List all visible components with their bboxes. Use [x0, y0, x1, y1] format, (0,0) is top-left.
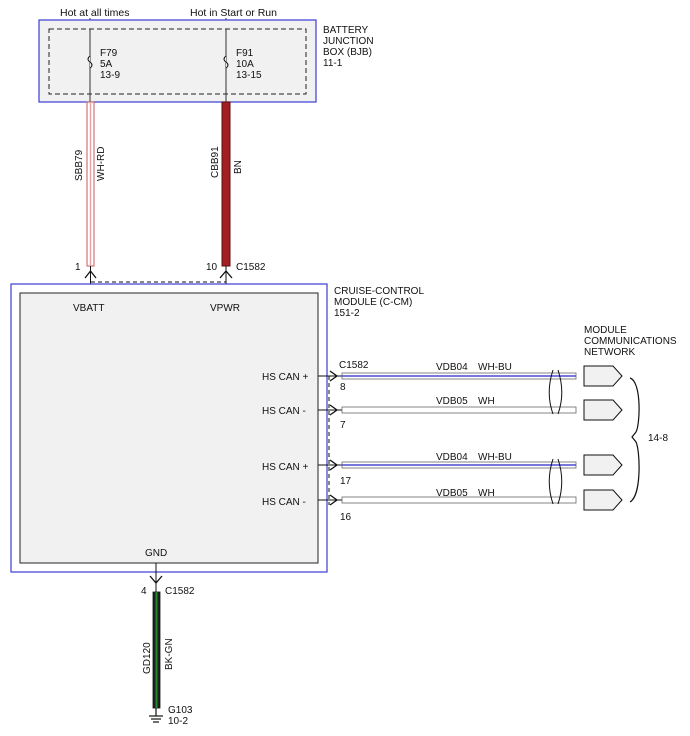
- network-connector-1-icon: [583, 365, 623, 387]
- network-connector-4-icon: [583, 489, 623, 511]
- bjb-title-line2: JUNCTION: [323, 36, 374, 47]
- can-label-3: HS CAN +: [262, 462, 309, 473]
- network-brace-icon: [629, 377, 640, 503]
- pin-4-label: 4: [141, 586, 147, 597]
- network-title-line3: NETWORK: [584, 347, 635, 358]
- wire-cbb91-color: BN: [233, 160, 244, 174]
- fuse-f91-icon: [223, 55, 229, 69]
- ccm-pin-gnd: GND: [145, 548, 167, 559]
- can-2-pin: 7: [340, 420, 346, 431]
- connector-c1582-right-label: C1582: [339, 360, 369, 371]
- can-wire-2: [341, 406, 577, 414]
- bjb-title-line1: BATTERY: [323, 25, 369, 36]
- pin-4-connector-icon: [149, 575, 163, 584]
- can-label-4: HS CAN -: [262, 497, 306, 508]
- ground-symbol-icon: [149, 708, 163, 723]
- twisted-pair-2-icon: [548, 458, 563, 505]
- fuse-f79-id: F79: [100, 48, 118, 59]
- wire-cbb91-circuit: CBB91: [210, 146, 221, 178]
- bjb-title-line3: BOX (BJB): [323, 47, 372, 58]
- connector-c1582-top-label: C1582: [236, 262, 266, 273]
- wire-gd120-circuit: GD120: [142, 642, 153, 674]
- ground-id: G103: [168, 705, 193, 716]
- fuse-f91-id: F91: [236, 48, 254, 59]
- can-3-circuit: VDB04: [436, 452, 468, 463]
- can-1-circuit: VDB04: [436, 362, 468, 373]
- connector-c1582-bottom-label: C1582: [165, 586, 195, 597]
- pin-1-label: 1: [75, 262, 81, 273]
- can-wire-4: [341, 496, 577, 504]
- network-connector-2-icon: [583, 399, 623, 421]
- ccm-title-line2: MODULE (C-CM): [334, 297, 412, 308]
- pin-10-label: 10: [206, 262, 218, 273]
- can-2-circuit: VDB05: [436, 396, 468, 407]
- twisted-pair-1-icon: [548, 369, 563, 415]
- fuse-f79-rating: 5A: [100, 59, 113, 70]
- can-4-circuit: VDB05: [436, 488, 468, 499]
- network-title-line1: MODULE: [584, 325, 627, 336]
- bjb-inner-dashed: [48, 28, 307, 95]
- fuse-f79-icon: [87, 55, 93, 69]
- fuse-f91-ref: 13-15: [236, 70, 262, 81]
- can-1-pin: 8: [340, 382, 346, 393]
- can-1-color: WH-BU: [478, 362, 512, 373]
- ccm-title-line1: CRUISE-CONTROL: [334, 286, 424, 297]
- can-4-color: WH: [478, 488, 495, 499]
- hot-in-start-or-run-label: Hot in Start or Run: [190, 7, 277, 19]
- wire-sbb79-circuit: SBB79: [74, 149, 85, 181]
- ccm-pin-vpwr: VPWR: [210, 303, 240, 314]
- wire-sbb79-color: WH-RD: [96, 147, 107, 181]
- fuse-f79-ref: 13-9: [100, 70, 120, 81]
- bjb-box: [38, 19, 317, 103]
- ccm-pin-vbatt: VBATT: [73, 303, 104, 314]
- ground-ref: 10-2: [168, 716, 188, 727]
- can-4-pin: 16: [340, 512, 352, 523]
- ccm-inner-box: [19, 292, 319, 564]
- network-connector-3-icon: [583, 454, 623, 476]
- wire-cbb91: [221, 101, 231, 267]
- can-label-2: HS CAN -: [262, 406, 306, 417]
- fuse-f91-rating: 10A: [236, 59, 254, 70]
- bjb-ref: 11-1: [323, 58, 343, 69]
- network-title-line2: COMMUNICATIONS: [584, 336, 677, 347]
- can-3-pin: 17: [340, 476, 352, 487]
- can-3-color: WH-BU: [478, 452, 512, 463]
- wire-gd120-color: BK-GN: [164, 638, 175, 670]
- network-ref: 14-8: [648, 433, 668, 444]
- ccm-ref: 151-2: [334, 308, 360, 319]
- can-label-1: HS CAN +: [262, 372, 309, 383]
- hot-at-all-times-label: Hot at all times: [60, 7, 129, 19]
- can-2-color: WH: [478, 396, 495, 407]
